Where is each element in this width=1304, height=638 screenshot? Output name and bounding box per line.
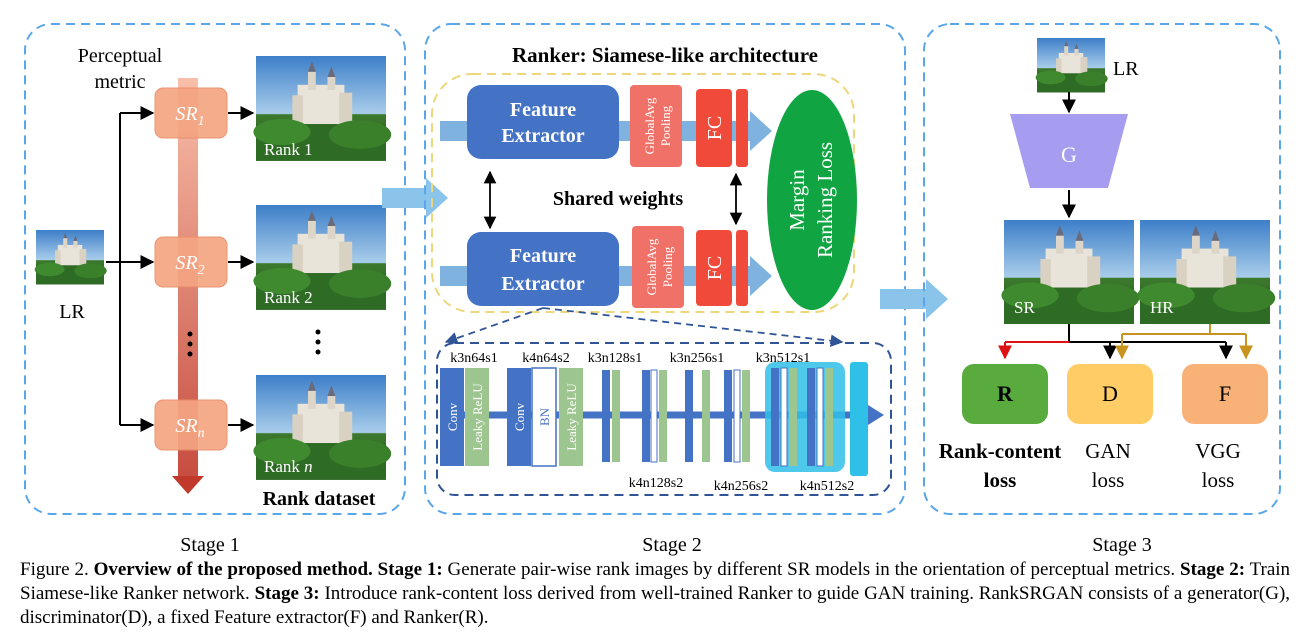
discriminator-block xyxy=(1067,364,1153,424)
rank-image-n: Rank n xyxy=(253,375,392,480)
caption-stage2-text: Train Siamese-like Ranker network. xyxy=(20,559,1291,604)
svg-text:R: R xyxy=(997,381,1014,406)
svg-text:Leaky ReLU: Leaky ReLU xyxy=(470,383,485,451)
rank-image-1: Rank 1 xyxy=(253,56,392,161)
svg-text:SR1: SR1 xyxy=(175,103,204,129)
svg-text:Leaky ReLU: Leaky ReLU xyxy=(564,383,579,451)
rank-image-2: Rank 2 xyxy=(253,205,392,310)
svg-text:FC: FC xyxy=(704,116,726,140)
svg-text:Rank n: Rank n xyxy=(264,457,313,476)
stage2-panel xyxy=(424,23,906,515)
svg-text:Rank 2: Rank 2 xyxy=(264,288,313,307)
layer-label-3: k3n128s1 xyxy=(588,351,642,366)
layer-label-8: k4n512s2 xyxy=(800,479,854,494)
layer-label-1: k3n64s1 xyxy=(450,351,497,366)
stage1-to-stage2-arrow xyxy=(382,178,448,218)
fc-bottom xyxy=(696,230,732,306)
stage1-label: Stage 1 xyxy=(180,534,239,556)
rank-dataset-label: Rank dataset xyxy=(263,488,376,510)
perceptual-label: Perceptual xyxy=(78,45,163,67)
caption-figure-number: Figure 2. xyxy=(20,559,89,580)
svg-text:Ranking Loss: Ranking Loss xyxy=(813,142,837,258)
feature-extractor-top xyxy=(467,85,619,159)
metric-label: metric xyxy=(94,71,145,93)
svg-text:FC: FC xyxy=(704,256,726,280)
fc-top xyxy=(696,89,732,167)
gap-bottom xyxy=(632,226,684,308)
svg-text:Conv: Conv xyxy=(512,402,527,431)
ranker-block xyxy=(962,364,1048,424)
stage2-label: Stage 2 xyxy=(642,534,701,556)
svg-text:Feature: Feature xyxy=(510,99,576,121)
svg-text:SR: SR xyxy=(1014,298,1035,317)
metric-arrow-head xyxy=(172,476,204,494)
svg-text:BN: BN xyxy=(537,407,552,426)
vgg-loss-label: VGG xyxy=(1195,439,1241,463)
svg-text:GlobalAvg: GlobalAvg xyxy=(642,97,657,154)
svg-text:Extractor: Extractor xyxy=(501,273,584,295)
rank-content-loss-label-2: loss xyxy=(984,468,1017,492)
caption-stage2-label: Stage 2: xyxy=(1180,559,1246,580)
svg-text:Pooling: Pooling xyxy=(658,105,673,146)
svg-text:Margin: Margin xyxy=(785,169,809,231)
caption-stage1-text: Generate pair-wise rank images by differ… xyxy=(447,559,1176,580)
svg-text:D: D xyxy=(1102,381,1118,406)
svg-text:GlobalAvg: GlobalAvg xyxy=(644,238,659,295)
caption-stage1-label: Stage 1: xyxy=(377,559,443,580)
svg-text:Conv: Conv xyxy=(445,402,460,431)
svg-text:Rank 1: Rank 1 xyxy=(264,140,313,159)
figure-caption: Figure 2. Overview of the proposed metho… xyxy=(20,558,1290,630)
layer-label-7: k4n256s2 xyxy=(714,479,768,494)
stage2-to-stage3-arrow xyxy=(880,279,948,319)
svg-text:F: F xyxy=(1219,381,1231,406)
svg-text:Pooling: Pooling xyxy=(660,246,675,287)
feature-extractor-bottom xyxy=(467,232,619,306)
caption-stage3-text: Introduce rank-content loss derived from… xyxy=(20,583,1291,628)
ranker-title: Ranker: Siamese-like architecture xyxy=(512,43,818,67)
svg-text:Feature: Feature xyxy=(510,245,576,267)
lr-image-stage3 xyxy=(1035,38,1108,93)
stage3-panel xyxy=(923,23,1281,515)
lr-image xyxy=(34,230,107,285)
gan-loss-label: GAN xyxy=(1085,439,1131,463)
stage1-panel xyxy=(24,23,406,515)
layer-label-6: k4n128s2 xyxy=(629,476,683,491)
sr-image: SR xyxy=(1001,220,1140,324)
caption-stage3-label: Stage 3: xyxy=(254,583,320,604)
method-diagram: Perceptual metric LR SR1 SR2 SRn Rank 1 … xyxy=(24,23,1281,556)
svg-text:Extractor: Extractor xyxy=(501,125,584,147)
layer-label-4: k3n256s1 xyxy=(670,351,724,366)
generator-block xyxy=(1010,114,1128,188)
sr-box-1: SR1 xyxy=(154,87,228,139)
caption-title: Overview of the proposed method. xyxy=(93,559,373,580)
layer-label-2: k4n64s2 xyxy=(522,351,569,366)
svg-text:SRn: SRn xyxy=(175,415,204,441)
hr-image: HR xyxy=(1137,220,1276,324)
svg-text:SR2: SR2 xyxy=(175,252,204,278)
lr-label-stage3: LR xyxy=(1113,58,1139,80)
sr-box-2: SR2 xyxy=(154,236,228,288)
vgg-loss-label-2: loss xyxy=(1202,468,1235,492)
gan-loss-label-2: loss xyxy=(1092,468,1125,492)
rank-content-loss-label: Rank-content xyxy=(939,439,1062,463)
feature-extractor-detail xyxy=(436,342,892,496)
gap-top xyxy=(630,85,682,167)
shared-weights-label: Shared weights xyxy=(553,188,683,210)
svg-text:G: G xyxy=(1061,142,1077,167)
stage3-label: Stage 3 xyxy=(1092,534,1151,556)
lr-label: LR xyxy=(59,301,85,323)
layer-stacks xyxy=(602,362,868,476)
margin-ranking-loss xyxy=(767,90,857,310)
feature-block xyxy=(1182,364,1268,424)
svg-text:HR: HR xyxy=(1150,298,1174,317)
sr-box-n: SRn xyxy=(154,399,228,451)
